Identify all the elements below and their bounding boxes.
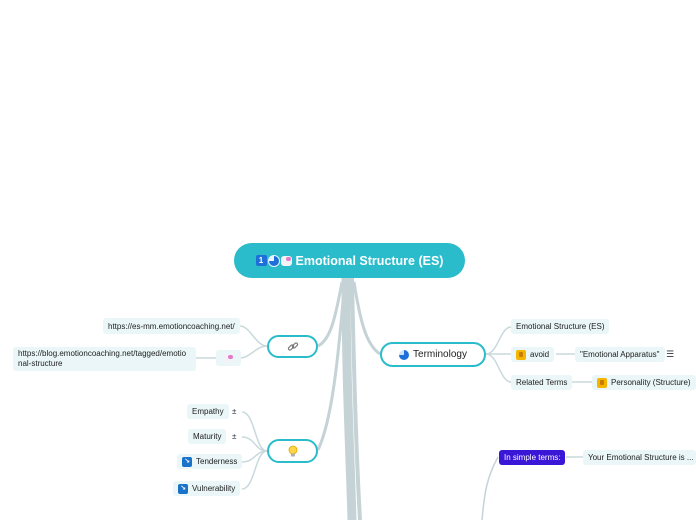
item-label: Emotional Structure (ES) [516,322,605,331]
plus-minus-icon: ± [232,407,237,416]
terminology-topic[interactable]: Terminology [380,342,486,367]
unicorn-icon [280,255,292,266]
item-label: Maturity [193,432,222,441]
ideas-topic[interactable] [267,439,318,463]
simple-terms-label: In simple terms: [504,453,561,462]
link-url-text: https://es-mm.emotioncoaching.net/ [108,321,235,331]
link-item[interactable]: https://blog.emotioncoaching.net/tagged/… [13,347,196,371]
item-label: "Emotional Apparatus" [580,350,660,359]
term-item[interactable]: Emotional Structure (ES) [511,319,610,334]
arrow-down-right-icon: ↘ [182,456,192,467]
central-topic-label: Emotional Structure (ES) [295,253,444,268]
item-label: Tenderness [196,457,238,466]
link-item[interactable]: https://es-mm.emotioncoaching.net/ [103,318,240,334]
unicorn-link-icon[interactable] [216,350,241,366]
list-item[interactable]: ↘ Vulnerability [173,481,241,496]
item-label: Personality (Structure) [611,378,691,387]
thumbs-down-icon [597,377,607,388]
notes-lines-icon[interactable]: ☰ [666,349,675,359]
simple-terms-item[interactable]: Your Emotional Structure is ... [583,450,696,465]
arrow-down-right-icon: ↘ [178,483,188,494]
list-item[interactable]: ↘ Tenderness [177,454,243,469]
plus-minus-icon: ± [232,432,237,441]
term-item[interactable]: Related Terms [511,375,573,390]
simple-terms-topic[interactable]: In simple terms: [499,450,566,465]
item-label: Your Emotional Structure is ... [588,453,694,462]
term-item[interactable]: Personality (Structure) [592,375,696,390]
pie-chart-icon [399,349,410,360]
item-label: Empathy [192,407,224,416]
list-item[interactable]: Maturity [188,429,227,444]
item-label: avoid [530,350,550,359]
links-topic[interactable] [267,335,318,358]
lightbulb-icon [288,445,297,456]
item-label: Related Terms [516,378,568,387]
thumbs-down-icon [516,349,526,360]
pie-chart-icon [267,254,280,267]
link-url-text: https://blog.emotioncoaching.net/tagged/… [18,349,187,368]
item-label: Vulnerability [192,484,236,493]
term-item[interactable]: "Emotional Apparatus" [575,347,665,362]
link-icon [287,341,298,351]
terminology-label: Terminology [413,349,467,360]
list-item[interactable]: Empathy [187,404,229,419]
number-one-badge-icon: 1 [255,255,267,266]
central-topic[interactable]: 1 Emotional Structure (ES) [234,243,465,278]
term-item[interactable]: avoid [511,347,555,362]
